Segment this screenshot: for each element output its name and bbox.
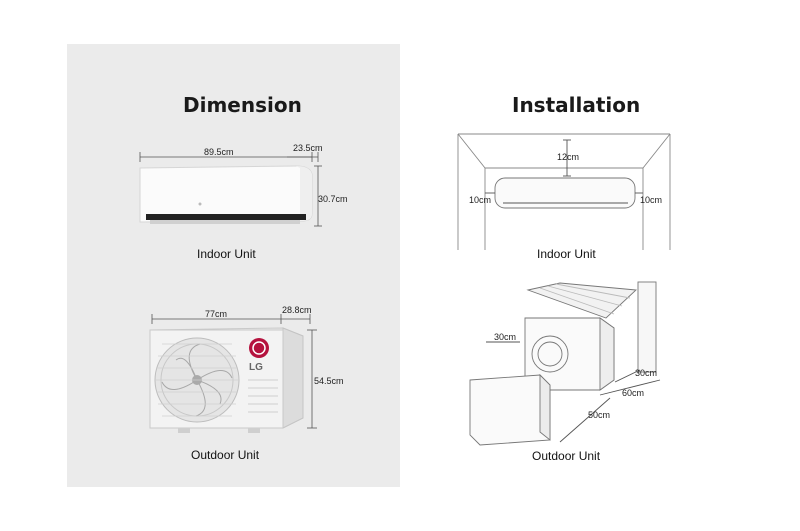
dimension-title: Dimension	[183, 93, 302, 117]
install-top-clearance: 12cm	[557, 152, 580, 162]
install-left-outdoor-clearance: 50cm	[588, 410, 611, 420]
install-front-clearance: 60cm	[622, 388, 645, 398]
indoor-unit-caption: Indoor Unit	[197, 247, 256, 261]
install-right-clearance: 10cm	[640, 195, 663, 205]
indoor-depth-label: 23.5cm	[293, 143, 323, 153]
outdoor-unit-drawing	[149, 314, 317, 433]
install-left-clearance: 10cm	[469, 195, 492, 205]
indoor-unit-drawing	[139, 152, 322, 227]
installation-outdoor-drawing	[469, 281, 661, 446]
lg-logo-text: LG	[249, 362, 263, 373]
installation-indoor-room	[457, 133, 671, 250]
installation-title: Installation	[512, 93, 641, 117]
outdoor-unit-caption: Outdoor Unit	[191, 448, 260, 462]
indoor-width-label: 89.5cm	[204, 147, 234, 157]
indoor-height-label: 30.7cm	[318, 194, 348, 204]
install-side-clearance: 30cm	[635, 368, 658, 378]
installation-indoor-caption: Indoor Unit	[537, 247, 596, 261]
install-rear-clearance: 30cm	[494, 332, 517, 342]
outdoor-width-label: 77cm	[205, 309, 228, 319]
outdoor-height-label: 54.5cm	[314, 376, 344, 386]
outdoor-depth-label: 28.8cm	[282, 305, 312, 315]
installation-outdoor-caption: Outdoor Unit	[532, 449, 601, 463]
